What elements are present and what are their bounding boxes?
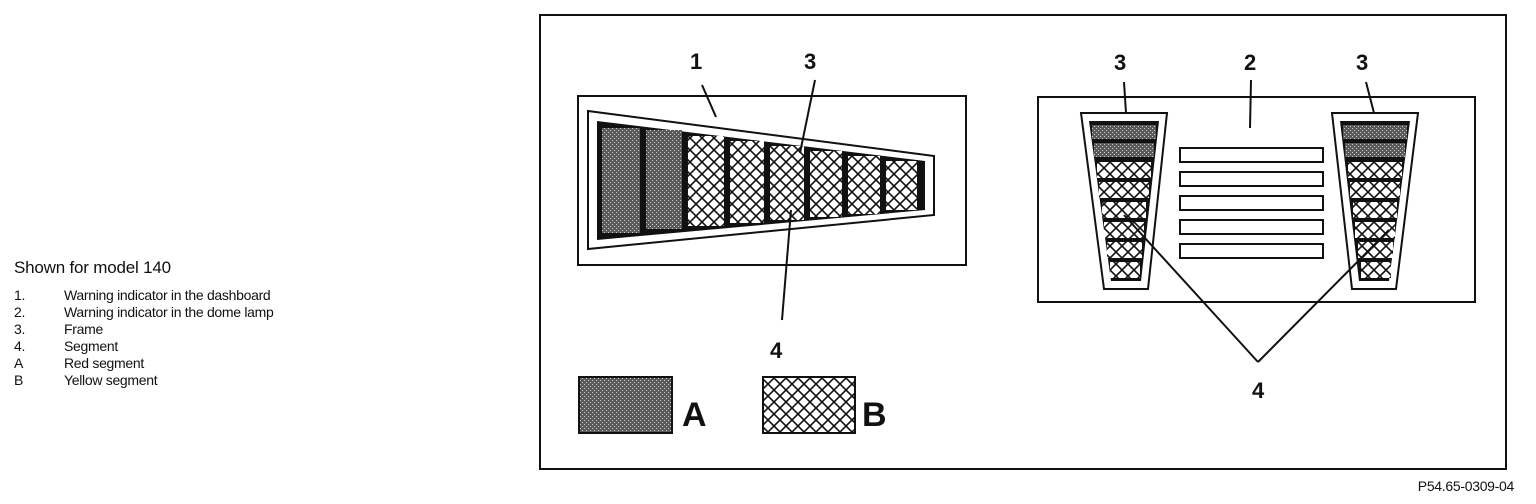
dashboard-yellow-segment xyxy=(848,156,880,214)
dome-right-frame-inner xyxy=(1340,121,1410,281)
legend-key: 3. xyxy=(14,321,26,337)
dome-yellow-segment xyxy=(1350,182,1400,198)
dome-yellow-segment xyxy=(1348,162,1402,178)
dashboard-yellow-segment xyxy=(886,161,917,210)
dashboard-indicator xyxy=(577,95,967,266)
dome-yellow-segment xyxy=(1358,242,1393,258)
legend-item: 4. Segment xyxy=(14,338,474,355)
legend-key: B xyxy=(14,372,24,388)
legend-item: A Red segment xyxy=(14,355,474,372)
legend-key: 1. xyxy=(14,287,26,303)
dome-yellow-segment xyxy=(1097,162,1151,178)
leader-lines xyxy=(701,79,1390,363)
dome-yellow-segment xyxy=(1102,202,1146,218)
callout-4-dome: 4 xyxy=(1252,378,1265,403)
callout-2-dome: 2 xyxy=(1244,50,1256,75)
dashboard-frame xyxy=(587,109,935,251)
dome-red-segment xyxy=(1343,125,1407,139)
figure-reference: P54.65-0309-04 xyxy=(1417,478,1515,494)
legend-item: 2. Warning indicator in the dome lamp xyxy=(14,304,474,321)
dome-red-segment xyxy=(1345,143,1405,157)
dome-left-frame xyxy=(1079,112,1169,290)
dome-yellow-segment xyxy=(1110,262,1140,278)
dome-lamp-bars xyxy=(1179,147,1324,259)
legend-key: 2. xyxy=(14,304,26,320)
legend-text: Frame xyxy=(64,321,103,337)
dashboard-yellow-segment xyxy=(770,146,804,220)
dome-red-segment xyxy=(1092,125,1156,139)
dashboard-red-segment xyxy=(602,128,640,233)
legend: Shown for model 140 1. Warning indicator… xyxy=(14,258,474,389)
callout-3-dome-right: 3 xyxy=(1356,50,1368,75)
swatch-label-b: B xyxy=(862,396,887,434)
dashboard-red-segment xyxy=(646,130,682,229)
legend-text: Warning indicator in the dome lamp xyxy=(64,304,274,320)
swatch-label-a: A xyxy=(682,396,707,434)
legend-key: 4. xyxy=(14,338,26,354)
legend-text: Warning indicator in the dashboard xyxy=(64,287,271,303)
legend-title: Shown for model 140 xyxy=(14,258,171,277)
diagram-frame xyxy=(539,14,1507,470)
dashboard-yellow-segment xyxy=(688,136,724,226)
dome-right-frame xyxy=(1330,112,1420,290)
legend-text: Yellow segment xyxy=(64,372,158,388)
callout-1-dashboard: 1 xyxy=(690,49,702,74)
legend-item: 1. Warning indicator in the dashboard xyxy=(14,287,474,304)
legend-item: 3. Frame xyxy=(14,321,474,338)
dashboard-housing xyxy=(577,95,967,266)
dome-housing xyxy=(1037,96,1476,303)
dome-yellow-segment xyxy=(1361,262,1391,278)
dome-yellow-segment xyxy=(1099,182,1149,198)
callout-3-dashboard: 3 xyxy=(804,49,816,74)
callout-4-dashboard: 4 xyxy=(770,338,783,363)
yellow-swatch xyxy=(762,376,856,434)
dashboard-yellow-segment xyxy=(810,151,842,217)
dome-yellow-segment xyxy=(1353,202,1397,218)
dome-red-segment xyxy=(1094,143,1154,157)
legend-item: B Yellow segment xyxy=(14,372,474,389)
legend-text: Segment xyxy=(64,338,118,354)
red-swatch xyxy=(578,376,673,434)
dome-left-frame-inner xyxy=(1089,121,1159,281)
callout-3-dome-left: 3 xyxy=(1114,50,1126,75)
dome-yellow-segment xyxy=(1107,242,1142,258)
dome-lamp-indicator xyxy=(1037,96,1476,303)
legend-text: Red segment xyxy=(64,355,144,371)
legend-key: A xyxy=(14,355,24,371)
dashboard-yellow-segment xyxy=(730,141,764,223)
